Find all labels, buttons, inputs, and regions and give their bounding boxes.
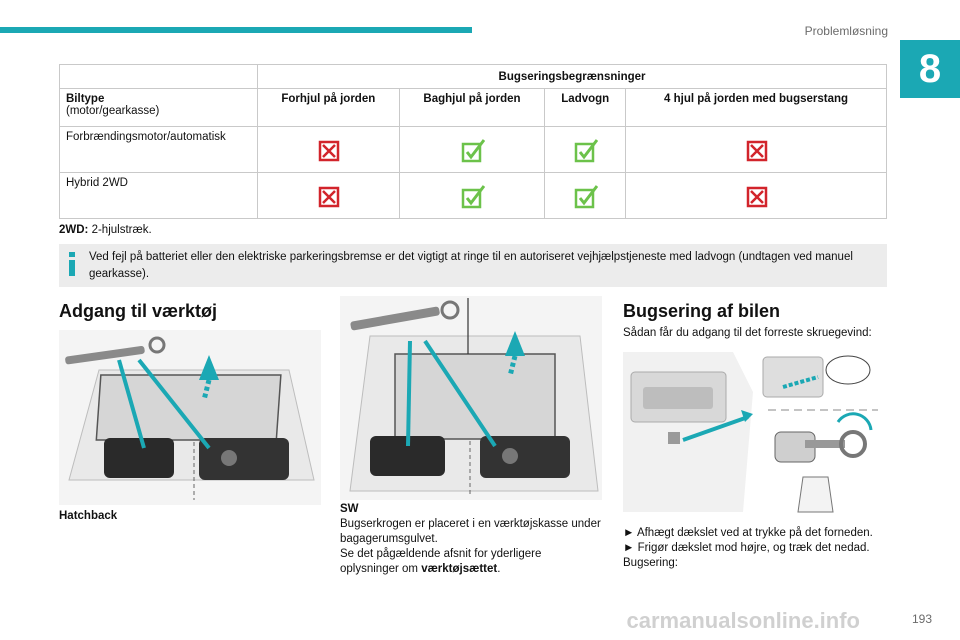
table-cell	[544, 126, 627, 173]
column-header: Baghjul på jorden	[398, 88, 546, 127]
row-header-cell: Biltype (motor/gearkasse)	[59, 88, 258, 127]
check-icon	[574, 184, 599, 208]
table-cell	[257, 172, 400, 219]
tool-kit-reference: værktøjsættet	[421, 563, 498, 575]
cross-icon	[745, 185, 768, 207]
column-header: Ladvogn	[544, 88, 627, 127]
table-cell	[398, 126, 546, 173]
sw-description: SW Bugserkrogen er placeret i en værktøj…	[340, 502, 602, 577]
sw-text-line2: Se det pågældende afsnit for yderligere …	[340, 547, 602, 577]
note-2wd: 2WD: 2-hjulstræk.	[59, 224, 152, 236]
section-title: Problemløsning	[804, 24, 888, 38]
cross-icon	[317, 185, 340, 207]
step-2: ► Frigør dækslet mod højre, og træk det …	[623, 542, 870, 554]
cross-icon	[317, 139, 340, 161]
table-cell	[544, 172, 627, 219]
tool-access-heading: Adgang til værktøj	[59, 301, 218, 321]
sw-trunk-illustration	[340, 296, 602, 500]
check-icon	[574, 138, 599, 162]
hatchback-trunk-illustration	[59, 330, 321, 505]
step-1: ► Afhægt dækslet ved at trykke på det fo…	[623, 527, 873, 539]
table-row: Hybrid 2WD	[59, 172, 887, 219]
towing-heading: Bugsering af bilen	[623, 301, 781, 321]
column-header: 4 hjul på jorden med bugserstang	[625, 88, 887, 127]
check-icon	[461, 138, 486, 162]
step-3: Bugsering:	[623, 557, 678, 569]
note-2wd-term: 2WD:	[59, 224, 89, 236]
table-cell	[398, 172, 546, 219]
row-label: Forbrændingsmotor/automatisk	[59, 126, 258, 173]
check-icon	[461, 184, 486, 208]
sw-text-post: .	[497, 563, 501, 575]
chapter-number-tab: 8	[900, 40, 960, 98]
table-row: Forbrændingsmotor/automatisk	[59, 126, 887, 173]
front-tow-eye-illustration	[623, 352, 885, 520]
table-cell	[625, 126, 887, 173]
sw-text-pre: Se det pågældende afsnit for yderligere …	[340, 548, 542, 575]
table-corner-cell	[59, 64, 258, 89]
page-number: 193	[911, 612, 932, 626]
info-icon	[69, 252, 75, 276]
row-label: Hybrid 2WD	[59, 172, 258, 219]
note-2wd-text: 2-hjulstræk.	[88, 224, 152, 236]
info-box: Ved fejl på batteriet eller den elektris…	[59, 244, 887, 287]
header-accent-bar	[0, 27, 472, 33]
cross-icon	[745, 139, 768, 161]
row-header-subtitle: (motor/gearkasse)	[66, 105, 160, 117]
column-header: Forhjul på jorden	[257, 88, 400, 127]
table-cell	[625, 172, 887, 219]
table-cell	[257, 126, 400, 173]
towing-intro: Sådan får du adgang til det forreste skr…	[623, 327, 872, 339]
table-main-header: Bugseringsbegrænsninger	[257, 64, 887, 89]
hatchback-caption: Hatchback	[59, 510, 118, 522]
towing-limits-table: Bugseringsbegrænsninger Biltype (motor/g…	[59, 64, 887, 219]
sw-title: SW	[340, 503, 359, 515]
sw-text-line1: Bugserkrogen er placeret i en værktøjska…	[340, 518, 601, 545]
towing-steps: ► Afhægt dækslet ved at trykke på det fo…	[623, 526, 887, 571]
row-header-title: Biltype	[66, 93, 105, 105]
info-text: Ved fejl på batteriet eller den elektris…	[89, 251, 853, 280]
watermark: carmanualsonline.info	[626, 608, 861, 633]
